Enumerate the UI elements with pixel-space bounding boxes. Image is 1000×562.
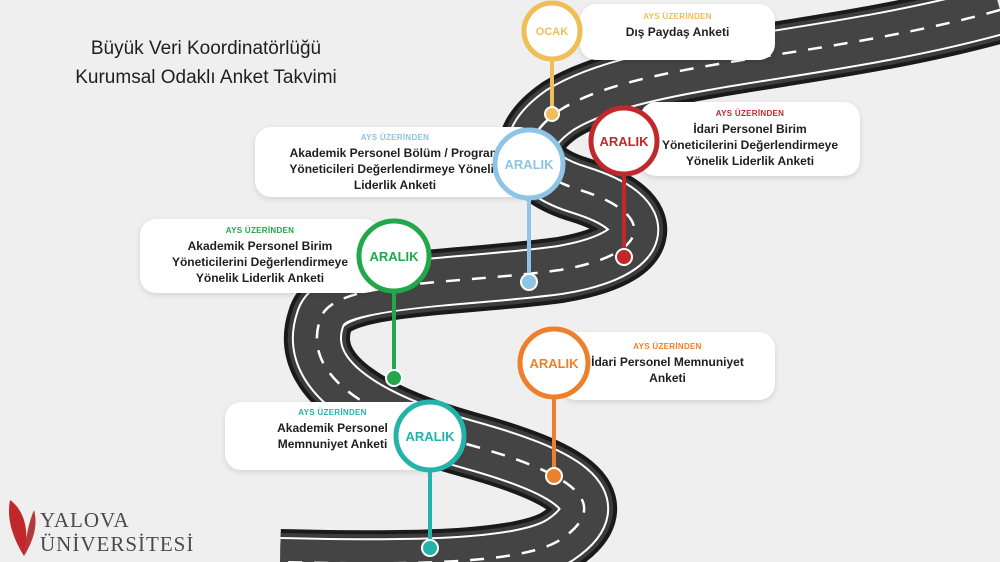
survey-card-dis-paydas: AYS ÜZERİNDEN Dış Paydaş Anketi (580, 4, 775, 60)
title-line-1: Büyük Veri Koordinatörlüğü (90, 38, 322, 59)
card-survey-name: İdari Personel Birim (693, 122, 807, 136)
pin-month-label: ARALIK (599, 134, 649, 149)
survey-card-akademik-bolum-liderlik: AYS ÜZERİNDEN Akademik Personel Bölüm / … (255, 127, 535, 197)
university-logo-text: YALOVA ÜNİVERSİTESİ (40, 510, 194, 555)
page-title: Büyük Veri Koordinatörlüğü Kurumsal Odak… (46, 34, 366, 92)
card-survey-name: Akademik Personel (277, 421, 388, 435)
card-source: AYS ÜZERİNDEN (633, 342, 702, 351)
pin-month-label: ARALIK (405, 429, 455, 444)
logo-line-1: YALOVA (40, 508, 130, 532)
card-survey-name: Anketi (649, 371, 686, 385)
card-survey-name: Memnuniyet Anketi (277, 437, 388, 451)
title-line-2: Kurumsal Odaklı Anket Takvimi (75, 67, 337, 88)
pin-month-label: ARALIK (529, 356, 579, 371)
logo-line-2: ÜNİVERSİTESİ (40, 532, 195, 556)
pin-ocak: OCAK (521, 0, 583, 122)
card-survey-name: Dış Paydaş Anketi (625, 25, 730, 39)
pin-aralik-green: ARALIK (356, 218, 432, 387)
card-source: AYS ÜZERİNDEN (360, 133, 430, 142)
pin-aralik-orange: ARALIK (517, 326, 591, 485)
pin-aralik-blue: ARALIK (492, 127, 566, 291)
card-survey-name: Yönelik Liderlik Anketi (195, 271, 325, 285)
survey-card-idari-memnuniyet: AYS ÜZERİNDEN İdari Personel Memnuniyet … (560, 332, 775, 400)
university-logo-mark (8, 500, 36, 556)
card-survey-name: Akademik Personel Birim (187, 239, 333, 253)
pin-aralik-teal: ARALIK (393, 399, 467, 557)
pin-aralik-red: ARALIK (588, 105, 660, 266)
survey-card-akademik-birim-liderlik: AYS ÜZERİNDEN Akademik Personel Birim Yö… (140, 219, 380, 293)
survey-card-idari-liderlik: AYS ÜZERİNDEN İdari Personel Birim Yönet… (640, 102, 860, 176)
pin-month-label: ARALIK (369, 249, 419, 264)
card-survey-name: Yöneticilerini Değerlendirmeye (661, 138, 839, 152)
card-source: AYS ÜZERİNDEN (715, 109, 785, 118)
card-source: AYS ÜZERİNDEN (643, 12, 712, 21)
card-source: AYS ÜZERİNDEN (225, 226, 295, 235)
card-survey-name: Liderlik Anketi (353, 178, 437, 192)
card-survey-name: Yönelik Liderlik Anketi (685, 154, 815, 168)
card-survey-name: Yöneticilerini Değerlendirmeye (171, 255, 349, 269)
card-source: AYS ÜZERİNDEN (298, 408, 367, 417)
card-survey-name: Yöneticileri Değerlendirmeye Yönelik (289, 162, 501, 176)
card-survey-name: İdari Personel Memnuniyet (591, 355, 744, 369)
pin-month-label: ARALIK (504, 157, 554, 172)
pin-month-label: OCAK (536, 26, 568, 38)
card-survey-name: Akademik Personel Bölüm / Program (289, 146, 501, 160)
